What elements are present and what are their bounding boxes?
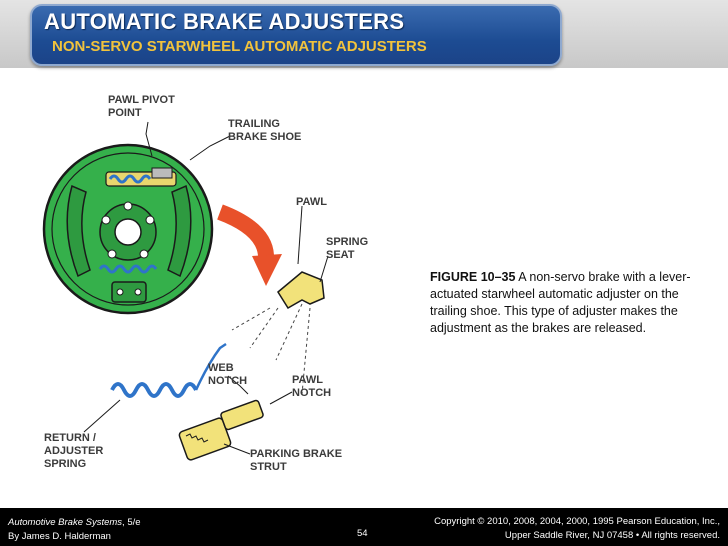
copyright-line-2: Upper Saddle River, NJ 07458 • All right…: [504, 530, 720, 541]
pawl-part: [277, 271, 325, 310]
label-trailing-brake-shoe: TRAILING BRAKE SHOE: [228, 118, 302, 143]
slide-header: AUTOMATIC BRAKE ADJUSTERS NON-SERVO STAR…: [0, 0, 728, 68]
lower-spring: [98, 264, 158, 274]
book-edition: , 5/e: [122, 517, 141, 528]
book-author: By James D. Halderman: [8, 531, 111, 542]
figure-caption: FIGURE 10–35 A non-servo brake with a le…: [430, 269, 700, 337]
slide-title: AUTOMATIC BRAKE ADJUSTERS: [44, 9, 405, 34]
copyright-line-1: Copyright © 2010, 2008, 2004, 2000, 1995…: [434, 516, 720, 527]
label-pawl: PAWL: [296, 196, 327, 208]
label-return-adjuster-spring: RETURN / ADJUSTER SPRING: [44, 432, 104, 470]
caption-text: A non-servo brake with a lever-actuated …: [430, 269, 691, 335]
footer-book-info: Automotive Brake Systems, 5/e By James D…: [8, 516, 141, 544]
label-pawl-pivot-point: PAWL PIVOT POINT: [108, 94, 175, 119]
label-spring-seat: SPRING SEAT: [326, 236, 369, 261]
book-title: Automotive Brake Systems: [8, 517, 123, 528]
brake-diagram: PAWL PIVOT POINT TRAILING BRAKE SHOE PAW…: [40, 94, 380, 480]
slide-subtitle: NON-SERVO STARWHEEL AUTOMATIC ADJUSTERS: [52, 38, 427, 55]
page-number: 54: [357, 528, 368, 539]
label-parking-brake-strut: PARKING BRAKE STRUT: [250, 448, 343, 473]
parking-brake-strut: [178, 399, 264, 461]
label-web-notch: WEB NOTCH: [208, 362, 248, 387]
return-adjuster-spring: [110, 382, 198, 398]
figure-number: FIGURE 10–35: [430, 269, 516, 284]
footer-copyright: Copyright © 2010, 2008, 2004, 2000, 1995…: [434, 515, 720, 543]
brake-illustration: [42, 121, 329, 461]
title-banner: [30, 4, 562, 66]
label-pawl-notch: PAWL NOTCH: [292, 374, 332, 399]
slide-footer: Automotive Brake Systems, 5/e By James D…: [0, 508, 728, 546]
top-spring: [108, 174, 152, 184]
motion-arrow: [217, 204, 275, 261]
